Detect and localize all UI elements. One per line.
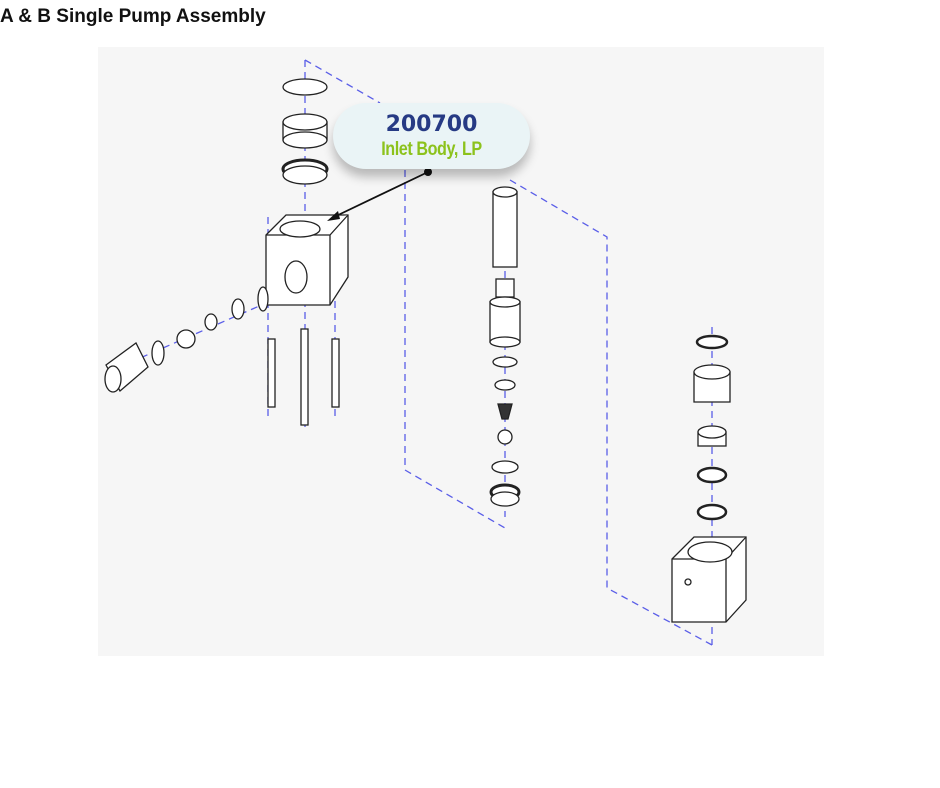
page-title: A & B Single Pump Assembly <box>0 6 266 27</box>
callout-part-description: Inlet Body, LP <box>381 139 482 160</box>
callout-arrow <box>327 168 432 221</box>
diagram-drawing <box>104 59 747 646</box>
callout-part-number: 200700 <box>385 112 478 137</box>
part-callout[interactable]: 200700 Inlet Body, LP <box>333 103 530 169</box>
pump-parts <box>104 78 747 623</box>
